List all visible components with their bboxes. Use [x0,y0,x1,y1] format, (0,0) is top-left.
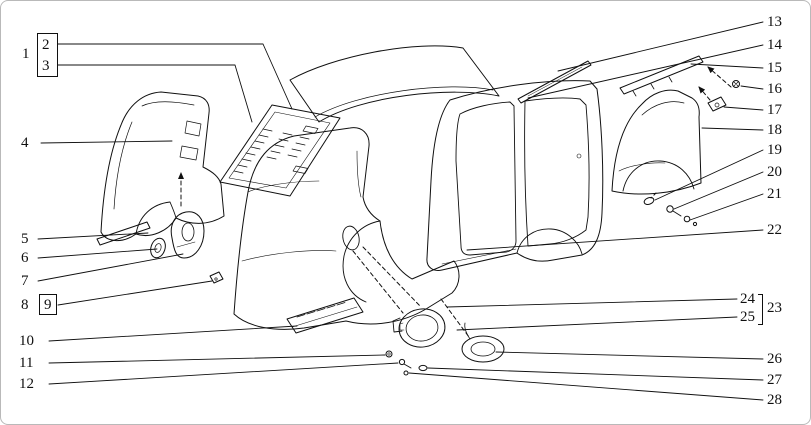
callout-9: 9 [44,297,52,313]
drip-rail-molding [619,55,704,97]
assembly-line [440,298,470,338]
callout-28: 28 [767,392,782,408]
grommet-part [150,237,166,259]
callout-12: 12 [19,376,34,392]
callout-19: 19 [767,142,782,158]
clip-part [209,271,224,284]
quarter-panel-inner [100,91,225,241]
callout-26: 26 [767,351,782,367]
assembly-line [707,66,732,88]
callout-5: 5 [21,231,29,247]
callout-16: 16 [767,81,782,97]
callout-group-box-9 [39,294,57,315]
callout-13: 13 [767,14,782,30]
rocker-garnish [286,297,364,334]
body-side-frame [426,80,604,271]
callout-2: 2 [42,37,50,53]
assembly-line [352,250,404,314]
callout-3: 3 [42,58,50,74]
callout-23: 23 [767,300,782,316]
assembly-line [650,192,657,199]
callout-10: 10 [19,333,34,349]
quarter-panel-outer-right [611,89,702,195]
callout-18: 18 [767,122,782,138]
callout-22: 22 [767,222,782,238]
screw-part [732,80,740,88]
callout-8: 8 [21,297,29,313]
callout-25: 25 [740,309,755,325]
callout-4: 4 [21,135,29,151]
assembly-line [362,246,422,308]
filler-pocket-part [170,211,205,259]
roof-molding [517,60,592,104]
sill-strip-part [96,221,151,246]
assembly-line [698,86,711,101]
callout-6: 6 [21,250,29,266]
callout-15: 15 [767,60,782,76]
callout-7: 7 [21,273,29,289]
callout-17: 17 [767,102,782,118]
callout-group-box-2-3 [37,33,58,77]
callout-1: 1 [22,46,30,62]
callout-bracket-24-25 [758,294,763,325]
package-tray-panel [219,104,341,197]
roof-panel [289,45,500,123]
callout-27: 27 [767,372,782,388]
fuel-filler-housing [461,322,505,363]
quarter-panel-outer [233,127,460,330]
callout-11: 11 [19,355,34,371]
callout-24: 24 [740,291,755,307]
leader-lines [37,21,764,401]
fastener-parts-right [643,197,698,227]
fuel-opening [342,225,360,251]
callout-20: 20 [767,164,782,180]
fastener-parts [385,350,428,376]
callout-14: 14 [767,37,782,53]
bracket-part [707,96,727,112]
fuel-filler-lid [392,308,446,348]
callout-21: 21 [767,186,782,202]
